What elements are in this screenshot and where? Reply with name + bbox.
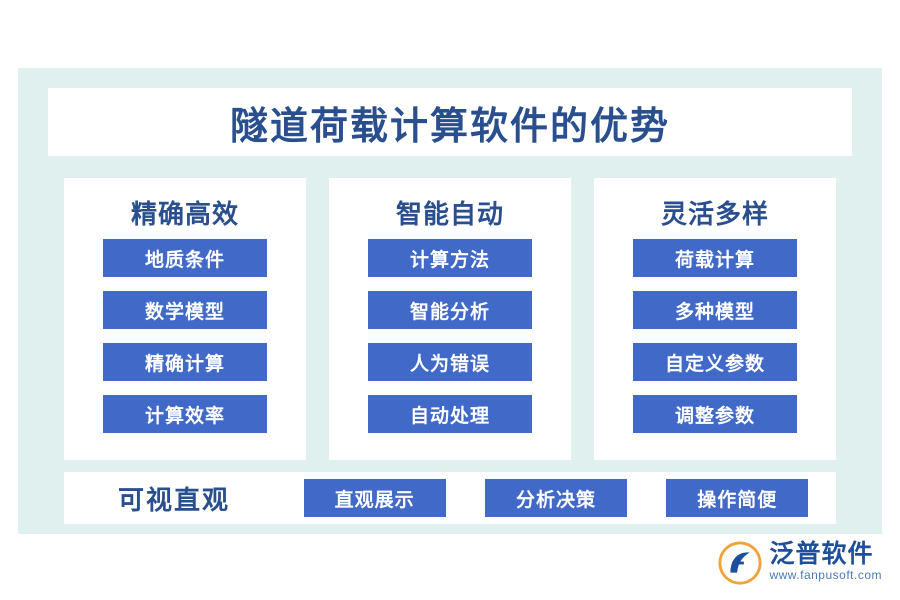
chip-item[interactable]: 自动处理 [368, 395, 532, 433]
chip-item[interactable]: 自定义参数 [633, 343, 797, 381]
chip-item[interactable]: 地质条件 [103, 239, 267, 277]
chip-item[interactable]: 计算效率 [103, 395, 267, 433]
chip-item[interactable]: 调整参数 [633, 395, 797, 433]
column-title: 灵活多样 [660, 199, 769, 229]
bottom-chip-item[interactable]: 操作简便 [666, 479, 809, 517]
chip-item[interactable]: 人为错误 [368, 343, 532, 381]
chip-item[interactable]: 荷载计算 [633, 239, 797, 277]
bottom-chip-item[interactable]: 分析决策 [484, 479, 627, 517]
bottom-title: 可视直观 [117, 484, 230, 515]
fanpu-logo-icon [718, 541, 763, 585]
logo-name: 泛普软件 [769, 540, 874, 569]
column-title: 精确高效 [130, 199, 239, 229]
logo-text-block: 泛普软件 www.fanpusoft.com [769, 542, 882, 584]
chip-item[interactable]: 精确计算 [103, 343, 267, 381]
title-band: 隧道荷载计算软件的优势 [48, 88, 852, 156]
bottom-chips-container: 直观展示 分析决策 操作简便 [284, 479, 836, 517]
column-card-1: 精确高效 地质条件 数学模型 精确计算 计算效率 [64, 178, 306, 460]
page-title: 隧道荷载计算软件的优势 [229, 105, 670, 148]
column-card-3: 灵活多样 荷载计算 多种模型 自定义参数 调整参数 [594, 178, 836, 460]
chip-item[interactable]: 智能分析 [368, 291, 532, 329]
outer-panel: 隧道荷载计算软件的优势 精确高效 地质条件 数学模型 精确计算 计算效率 智能自… [18, 68, 882, 534]
bottom-bar: 可视直观 直观展示 分析决策 操作简便 [64, 472, 836, 524]
bottom-chip-item[interactable]: 直观展示 [303, 479, 446, 517]
logo-url: www.fanpusoft.com [769, 568, 882, 583]
chip-item[interactable]: 多种模型 [633, 291, 797, 329]
chip-item[interactable]: 计算方法 [368, 239, 532, 277]
columns-container: 精确高效 地质条件 数学模型 精确计算 计算效率 智能自动 计算方法 智能分析 … [64, 178, 836, 460]
brand-logo: 泛普软件 www.fanpusoft.com [717, 540, 882, 586]
chip-item[interactable]: 数学模型 [103, 291, 267, 329]
column-card-2: 智能自动 计算方法 智能分析 人为错误 自动处理 [329, 178, 571, 460]
column-title: 智能自动 [395, 199, 504, 229]
